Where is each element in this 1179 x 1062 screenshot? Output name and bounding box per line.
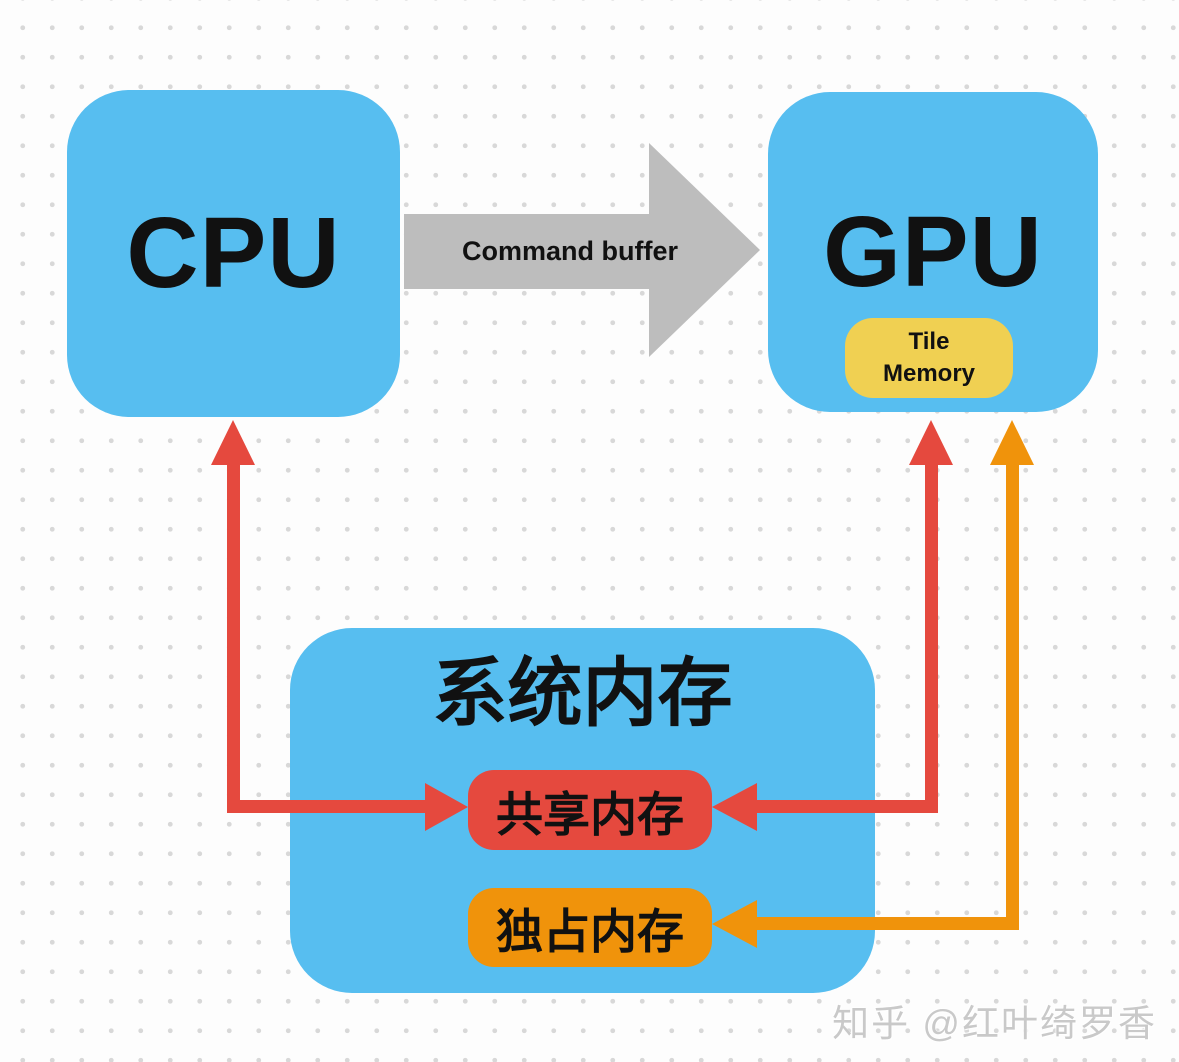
connector-vertical-segment: [227, 462, 240, 813]
arrowhead-up-to-gpu-icon: [909, 420, 953, 465]
system-memory-title: 系统内存: [432, 651, 733, 735]
connector-vertical-segment: [925, 462, 938, 813]
cpu-node: CPU: [67, 90, 400, 417]
gpu-label: GPU: [823, 195, 1043, 308]
arrowhead-up-to-gpu-icon: [990, 420, 1034, 465]
dedicated-memory-node: 独占内存: [468, 888, 712, 967]
shared-memory-node: 共享内存: [468, 770, 712, 850]
arrowhead-up-to-cpu-icon: [211, 420, 255, 465]
connector-horizontal-segment: [757, 917, 1019, 930]
command-buffer-arrow-body: [404, 214, 650, 289]
arrowhead-left-to-dedicated-memory-icon: [712, 900, 757, 948]
cpu-label: CPU: [126, 197, 341, 309]
connector-horizontal-segment: [227, 800, 425, 813]
gpu-node: GPU Tile Memory: [768, 92, 1098, 412]
command-buffer-label: Command buffer: [462, 236, 678, 266]
connector-horizontal-segment: [757, 800, 938, 813]
tile-memory-node: Tile Memory: [845, 318, 1013, 398]
arrowhead-right-to-shared-memory-icon: [425, 783, 468, 831]
watermark: 知乎 @红叶绮罗香: [832, 1003, 1157, 1044]
connector-vertical-segment: [1006, 462, 1019, 930]
tile-memory-label: Tile Memory: [882, 327, 976, 387]
arrowhead-left-to-shared-memory-icon: [712, 783, 757, 831]
command-buffer-arrow-head-icon: [649, 143, 760, 357]
